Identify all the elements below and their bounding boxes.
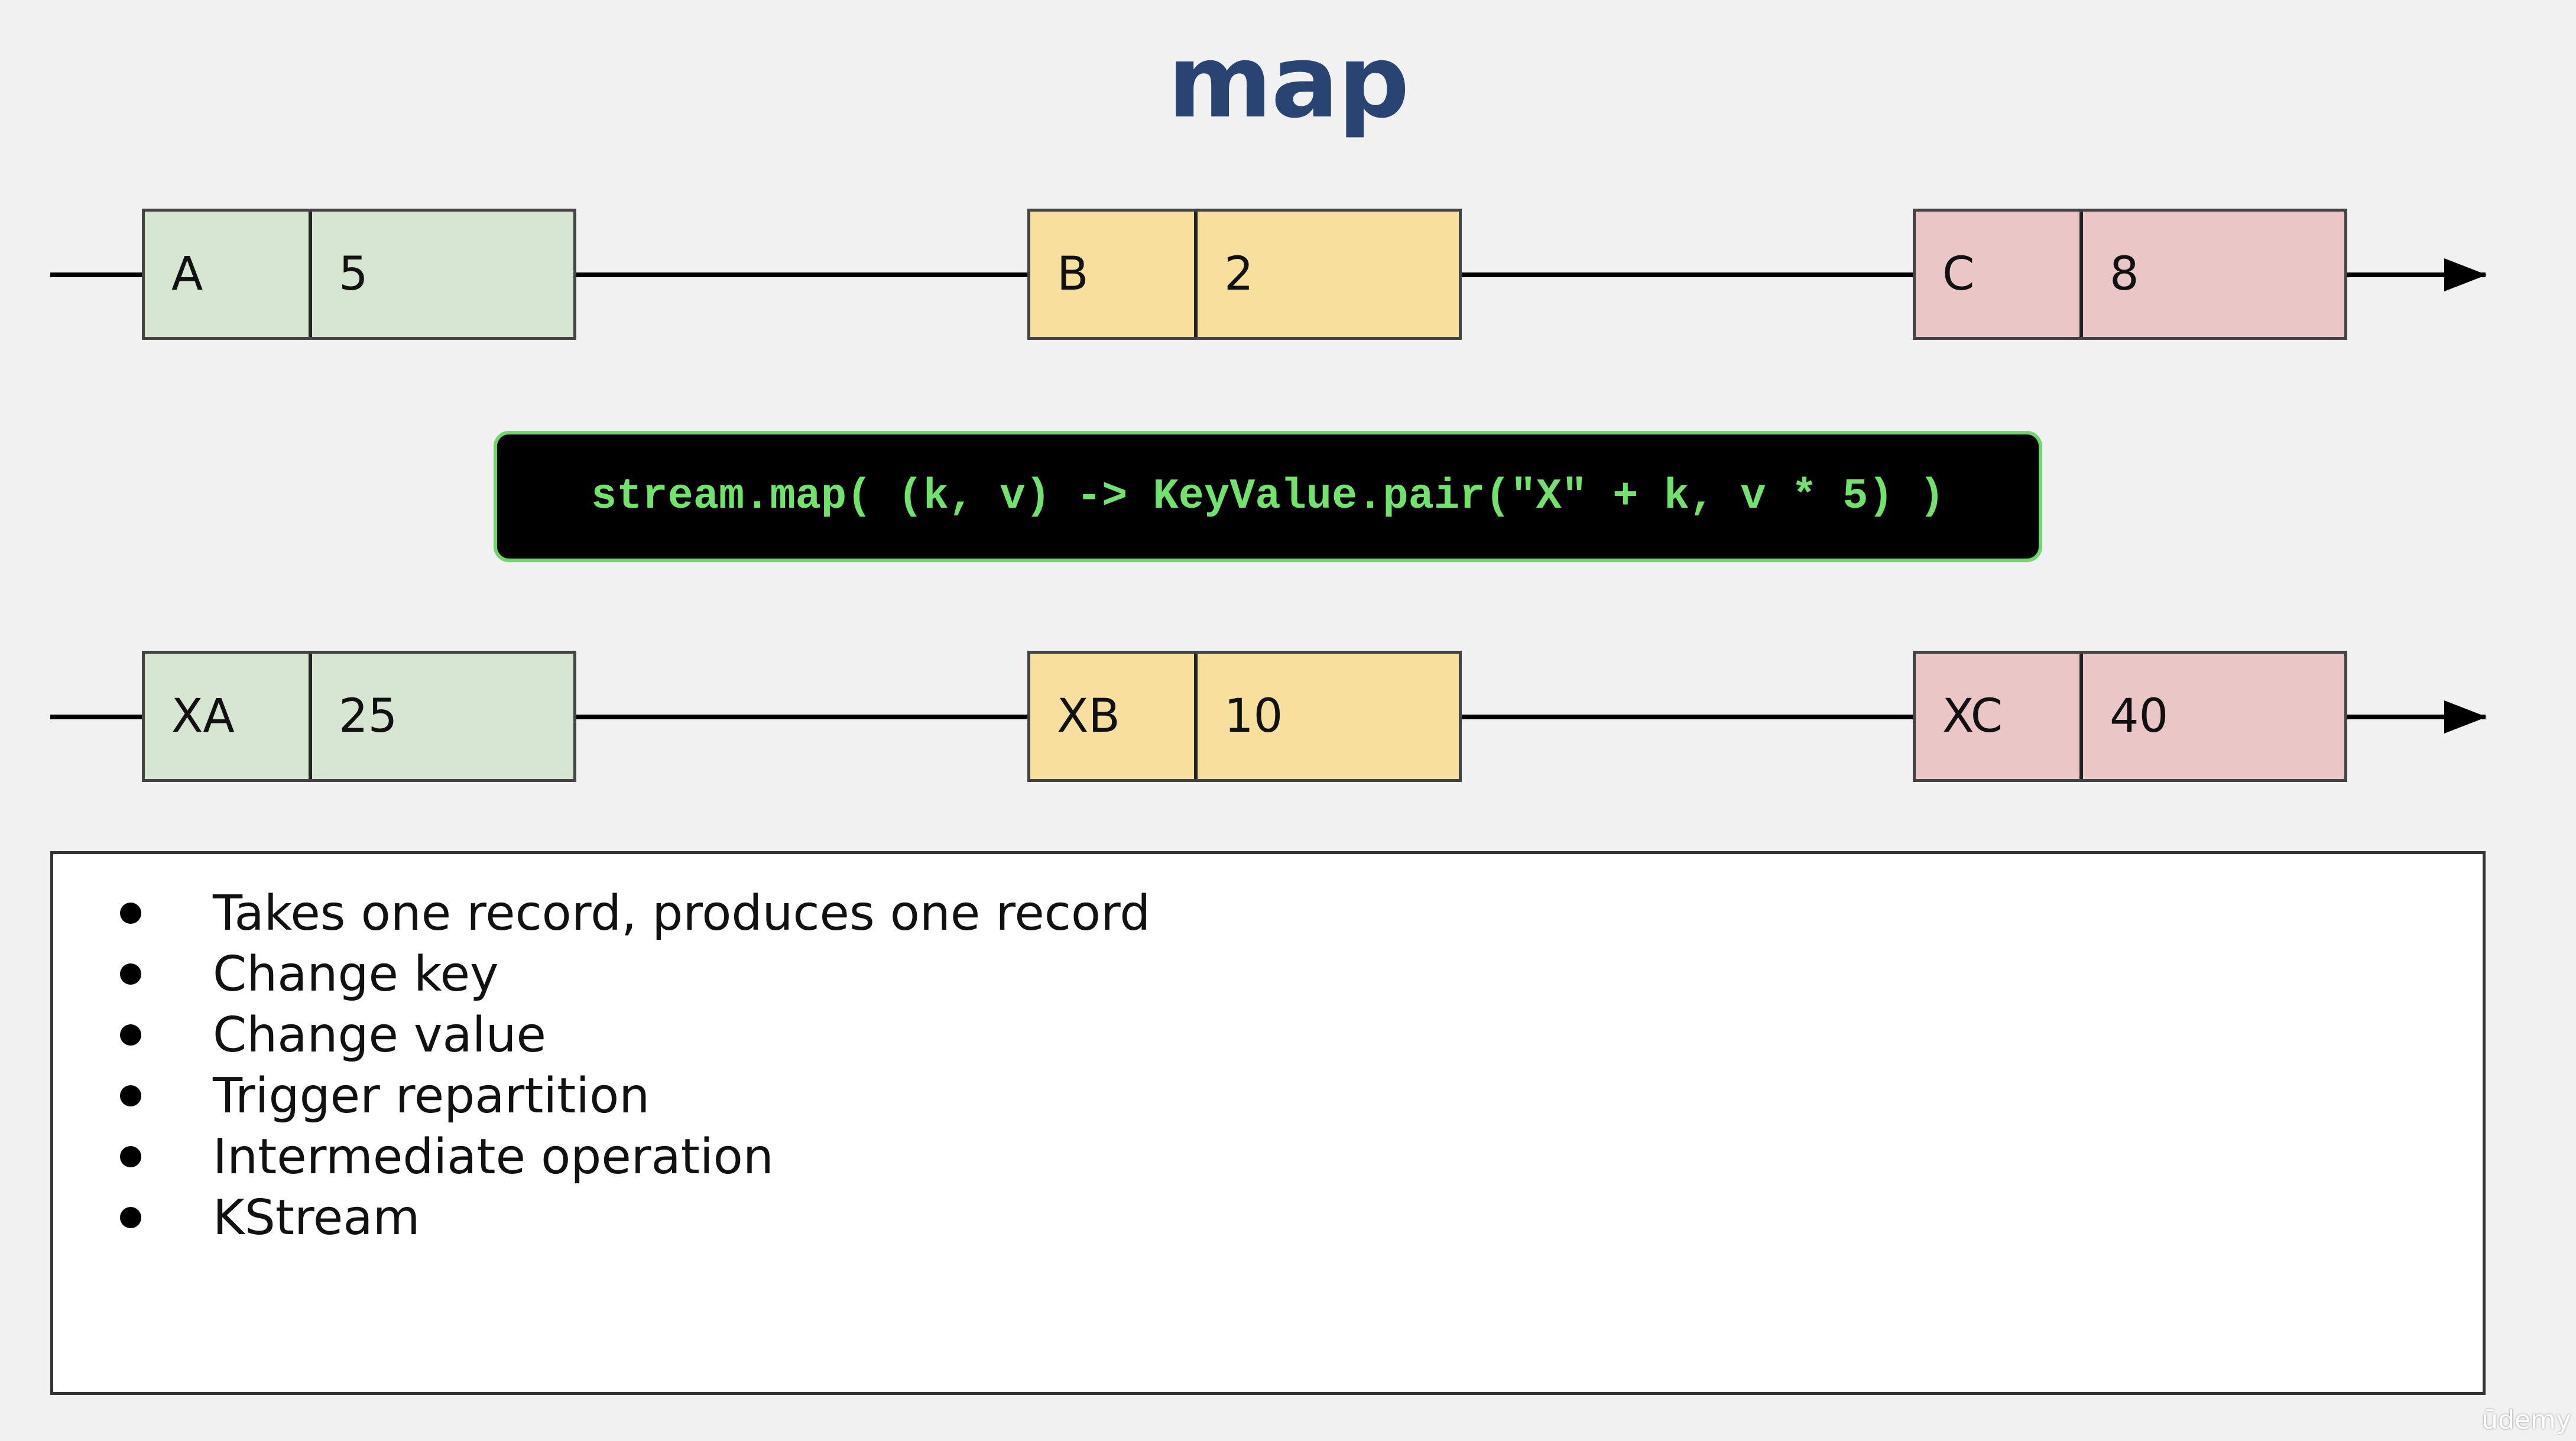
input-stream-arrow-icon	[2444, 258, 2487, 291]
bullet-icon	[120, 903, 141, 924]
record-value: 40	[2110, 690, 2169, 743]
record-value: 2	[1224, 248, 1254, 301]
output-record-xc: XC 40	[1913, 651, 2347, 782]
input-record-c: C 8	[1913, 209, 2347, 340]
bullet-icon	[120, 1207, 141, 1228]
bullet-icon	[120, 963, 141, 985]
bullet-icon	[120, 1146, 141, 1167]
bullet-list: Takes one record, produces one record Ch…	[50, 851, 2486, 1395]
udemy-watermark: ūdemy	[2481, 1405, 2571, 1435]
bullet-text: Takes one record, produces one record	[213, 885, 1151, 942]
bullet-text: KStream	[213, 1189, 420, 1246]
record-key: XC	[1916, 654, 2083, 779]
input-record-b: B 2	[1027, 209, 1462, 340]
bullet-text: Trigger repartition	[213, 1067, 650, 1124]
record-key: B	[1030, 212, 1198, 337]
bullet-text: Change value	[213, 1007, 546, 1063]
code-snippet: stream.map( (k, v) -> KeyValue.pair("X" …	[494, 431, 2042, 562]
record-key: XB	[1030, 654, 1198, 779]
bullet-icon	[120, 1085, 141, 1106]
record-key: XA	[145, 654, 312, 779]
output-record-xa: XA 25	[142, 651, 576, 782]
record-value: 5	[339, 248, 368, 301]
record-key: A	[145, 212, 312, 337]
bullet-text: Intermediate operation	[213, 1128, 774, 1185]
record-value: 10	[1224, 690, 1283, 743]
bullet-icon	[120, 1024, 141, 1046]
record-value: 8	[2110, 248, 2139, 301]
bullet-text: Change key	[213, 946, 499, 1002]
record-key: C	[1916, 212, 2083, 337]
output-stream-arrow-icon	[2444, 700, 2487, 734]
record-value: 25	[339, 690, 398, 743]
page-title: map	[1167, 24, 1410, 141]
output-record-xb: XB 10	[1027, 651, 1462, 782]
input-record-a: A 5	[142, 209, 576, 340]
